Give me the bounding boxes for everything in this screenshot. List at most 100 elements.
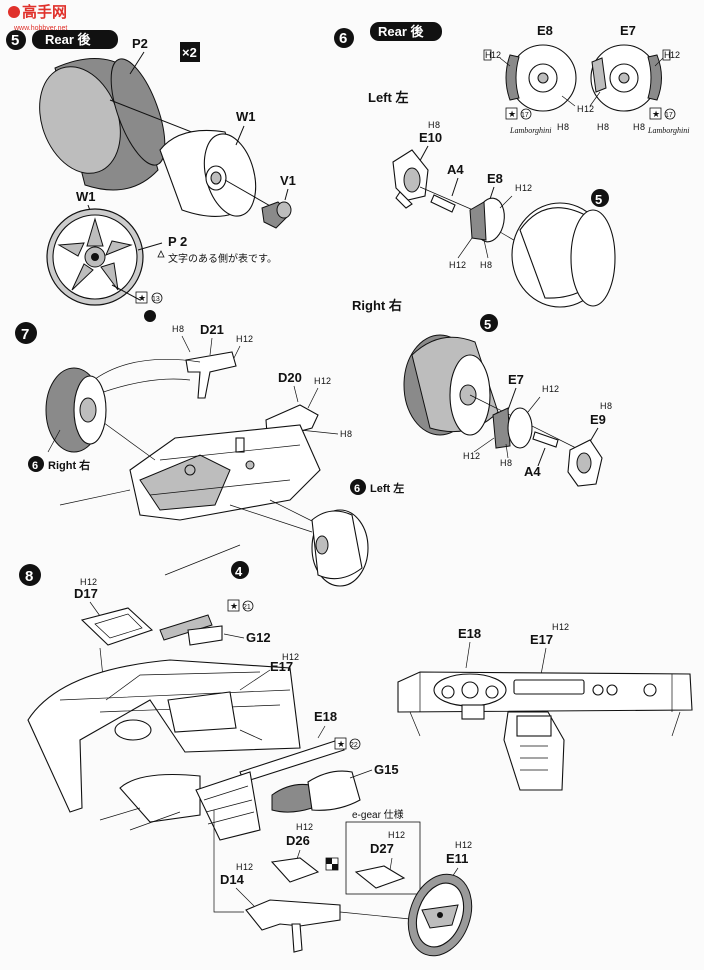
svg-text:12: 12: [670, 50, 680, 60]
steering-wheel-e11: [407, 873, 473, 957]
cap-v1-drawing: [261, 201, 292, 229]
part-d26: [270, 857, 320, 883]
svg-text:12: 12: [243, 334, 253, 344]
paint-star-22: ★ 22: [334, 737, 361, 750]
part-d27: [354, 865, 406, 889]
svg-text:17: 17: [665, 112, 673, 119]
wheel-right-drawing: [45, 367, 107, 453]
paint-star-21: ★ 21: [227, 599, 254, 612]
label-w1: W1: [236, 109, 256, 124]
tire-p2-drawing: [39, 58, 166, 191]
svg-text:H: H: [388, 830, 395, 840]
svg-text:12: 12: [303, 822, 313, 832]
ref-5-left: 5: [595, 192, 602, 207]
signature-left: Lamborghini: [509, 126, 552, 135]
caliper-e10: [392, 149, 429, 209]
svg-text:H: H: [577, 104, 584, 114]
svg-text:★: ★: [652, 109, 660, 119]
multiplier-badge: [180, 42, 200, 62]
ref-6-left-num: 6: [354, 483, 360, 495]
wheel-left-drawing: [311, 509, 369, 587]
svg-text:12: 12: [395, 830, 405, 840]
label-d26: D26: [286, 833, 310, 848]
label-v1: V1: [280, 173, 296, 188]
svg-text:H: H: [172, 324, 179, 334]
svg-text:H: H: [500, 458, 507, 468]
label-d17: D17: [74, 586, 98, 601]
svg-text:12: 12: [243, 862, 253, 872]
svg-text:H: H: [633, 122, 640, 132]
svg-text:H: H: [449, 260, 456, 270]
tire-right-drawing: [403, 334, 499, 436]
svg-text:8: 8: [640, 122, 645, 132]
svg-text:H: H: [463, 451, 470, 461]
step-7-number: 7: [21, 326, 29, 343]
svg-text:H: H: [552, 622, 559, 632]
svg-text:12: 12: [321, 376, 331, 386]
bracket-d21: [185, 351, 237, 399]
svg-text:8: 8: [347, 429, 352, 439]
disc-e7-right: [492, 407, 533, 449]
svg-text:H: H: [296, 822, 303, 832]
step-5-header-pill: [32, 30, 118, 49]
svg-text:★: ★: [337, 739, 345, 749]
signature-right: Lamborghini: [647, 126, 690, 135]
label-d27: D27: [370, 841, 394, 856]
svg-text:12: 12: [470, 451, 480, 461]
step-6-number: 6: [339, 30, 347, 47]
label-e9: E9: [590, 412, 606, 427]
svg-text:H: H: [455, 840, 462, 850]
wheel-front-view: [46, 208, 144, 306]
svg-text:H: H: [236, 334, 243, 344]
svg-text:H: H: [664, 50, 671, 60]
label-a4-right: A4: [524, 464, 541, 479]
svg-text:8: 8: [179, 324, 184, 334]
svg-text:H: H: [557, 122, 564, 132]
part-g15: [307, 770, 361, 811]
multiplier-label: ×2: [182, 45, 197, 60]
svg-text:8: 8: [604, 122, 609, 132]
step-5: 5 Rear 後 ×2 P2 W1 V1 W1: [6, 30, 296, 322]
step-5-header: Rear 後: [45, 32, 92, 47]
watermark-brand: 高手网: [22, 3, 67, 21]
watermark-url: www.hobbyer.net: [13, 25, 67, 32]
label-d14: D14: [220, 872, 245, 887]
decal-note: 文字のある側が表です。: [168, 252, 277, 265]
tire-left-drawing: [511, 202, 616, 308]
paint-star-17-right: ★ 17: [649, 107, 676, 120]
label-p2: P2: [132, 36, 148, 51]
svg-text:8: 8: [507, 458, 512, 468]
label-e17-view: E17: [530, 632, 553, 647]
paint-star-17-left: ★ 17: [505, 107, 532, 120]
label-e8-top: E8: [537, 23, 553, 38]
svg-text:12: 12: [491, 50, 501, 60]
part-g12: [187, 625, 223, 646]
brake-disc-right: [590, 44, 662, 112]
svg-text:12: 12: [456, 260, 466, 270]
paint-star-13: ★ 13: [135, 291, 163, 304]
svg-text:H: H: [340, 429, 347, 439]
svg-text:H: H: [80, 577, 87, 587]
right-title: Right 右: [352, 298, 402, 313]
ref-6-right-num: 6: [32, 460, 38, 472]
ref-6-right-text: Right 右: [48, 458, 90, 472]
svg-text:8: 8: [607, 401, 612, 411]
caliper-e9: [567, 439, 603, 487]
wheel-w1-drawing: [159, 129, 257, 217]
dashboard-assembled-view: [397, 671, 693, 791]
svg-text:12: 12: [584, 104, 594, 114]
watermark: 高手网 www.hobbyer.net: [8, 3, 67, 32]
label-p2-front: P 2: [168, 234, 187, 249]
step-8-number: 8: [25, 568, 33, 585]
svg-text:12: 12: [289, 652, 299, 662]
label-e18: E18: [314, 709, 337, 724]
step-6-header: Rear 後: [378, 24, 425, 39]
rear-chassis-drawing: [129, 424, 321, 521]
svg-text:8: 8: [487, 260, 492, 270]
label-e17: E17: [270, 659, 293, 674]
ref-6-left-text: Left 左: [370, 481, 404, 495]
